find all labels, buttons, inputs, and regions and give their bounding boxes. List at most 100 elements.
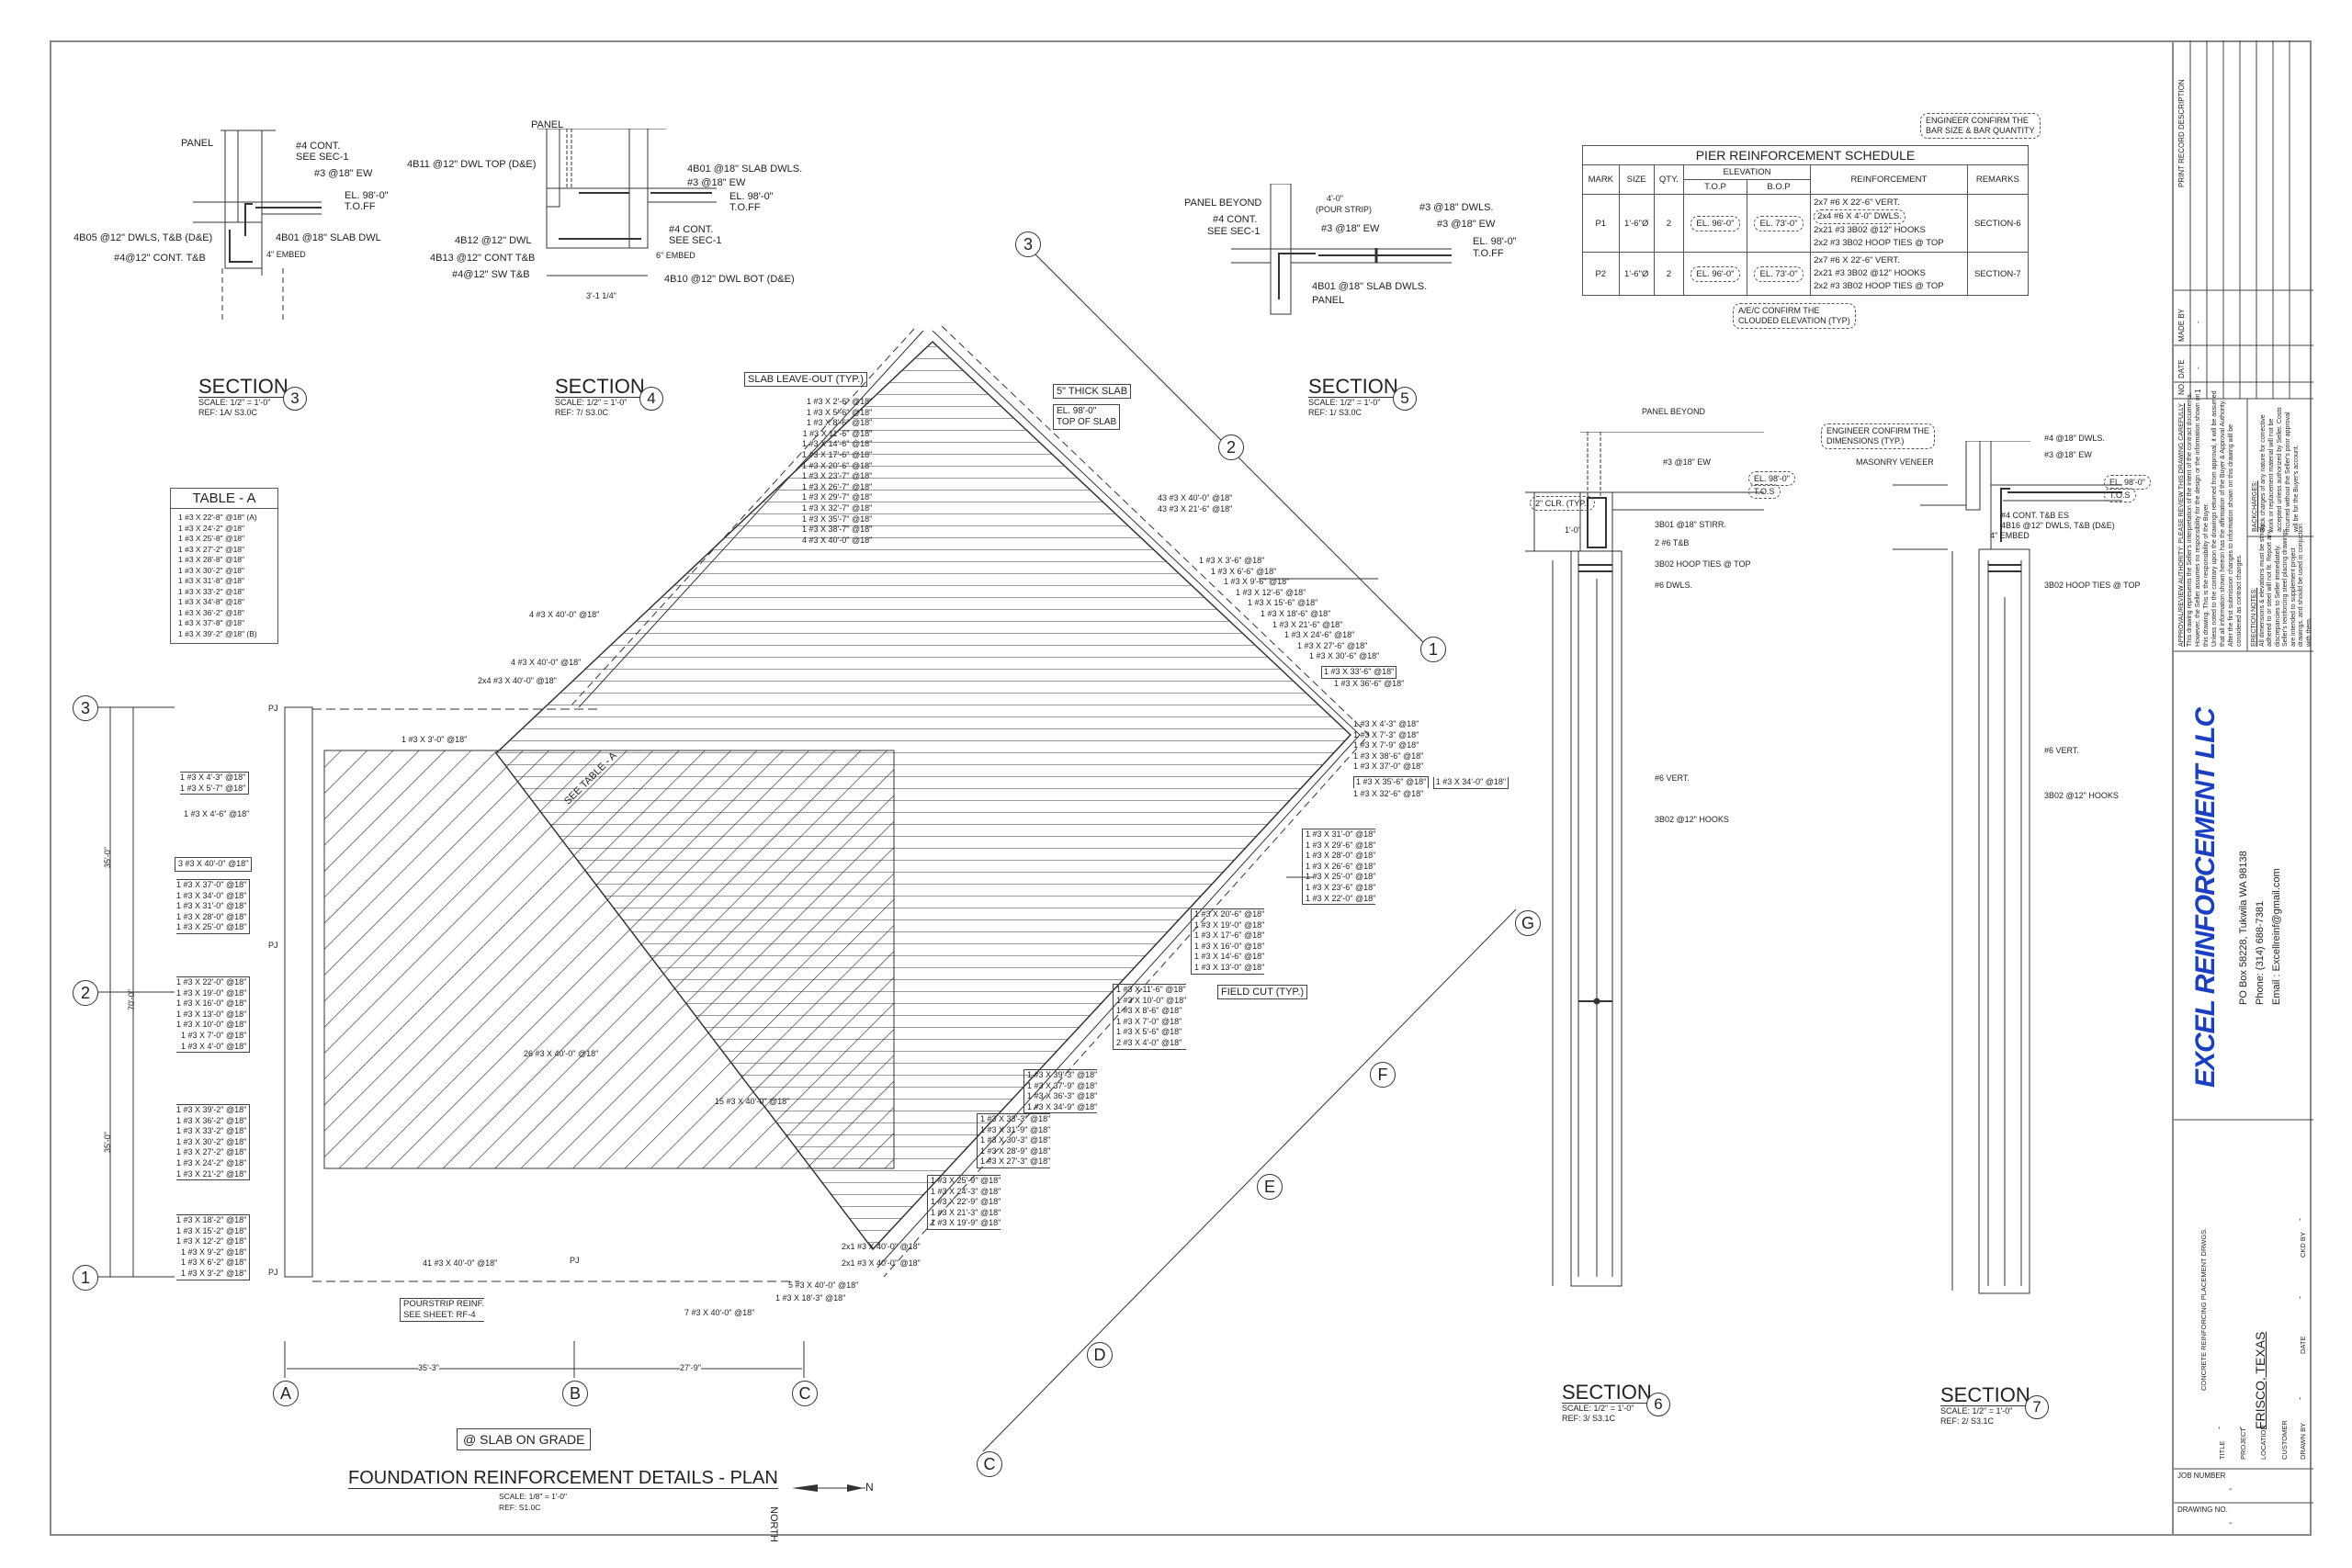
callout: 1 #3 X 35'-7" @18" [802,513,873,524]
table-a-row: 1 #3 X 37'-8" @18" [178,618,245,627]
grid-bubble-diag-2: 2 [1218,434,1244,460]
approval-line: Unless noted to the contrary upon the dr… [2211,390,2218,647]
label-ew: #3 @18" EW [314,168,373,179]
backcharges-line: Back charges of any nature for correctiv… [2260,414,2267,532]
label-4b05: 4B05 @12" DWLS, T&B (D&E) [74,232,213,243]
reinf-line: 2x7 #6 X 22'-6" VERT. [1814,255,1900,265]
approval-line: considered as contract changes. [2236,554,2243,647]
location-value: FRISCO, TEXAS [2253,1331,2267,1429]
label-el: EL. 98'-0" [1748,471,1795,486]
dim-row-total: 70'-0" [127,989,136,1010]
callout-boxed: 1 #3 X 33'-6" @18" [1321,665,1397,679]
label-4b11: 4B11 @12" DWL TOP (D&E) [407,159,537,170]
callout: 1 #3 X 16'-0" @18" [176,998,247,1009]
label-hoop-ties: 3B02 HOOP TIES @ TOP [1655,559,1751,569]
label-2-6tb: 2 #6 T&B [1655,538,1690,547]
note-line: BAR SIZE & BAR QUANTITY [1926,126,2035,135]
label-3b01: 3B01 @18" STIRR. [1655,520,1726,529]
label-ew: #3 @18" EW [2044,450,2092,459]
job-number-label: JOB NUMBER [2177,1472,2226,1480]
callout: 1 #3 X 23'-6" @18" [1306,882,1376,892]
table-a: TABLE - A 1 #3 X 22'-8" @18" (A) 1 #3 X … [170,488,278,644]
section-3-title: SECTION [198,377,292,398]
erection-line: Seller's reinforcing steel placing drawi… [2282,528,2289,647]
callout: 1 #3 X 16'-0" @18" [1194,941,1265,951]
section-4-ref: REF: 7/ S3.0C [555,408,609,417]
callout: 1 #3 X 20'-6" @18" [1194,909,1265,919]
callout: 1 #3 X 11'-6" @18" [1116,985,1186,994]
cell-size: 1'-6"Ø [1618,252,1655,296]
callout: 1 #3 X 31'-0" @18" [1306,829,1376,839]
label-masonry-veneer: MASONRY VENEER [1856,457,1934,467]
note-line: POURSTRIP REINF. [403,1299,484,1309]
north-label: NORTH [768,1506,779,1542]
reinf-line-clouded: 2x4 #6 X 4'-0" DWLS. [1814,209,1905,224]
backcharges-line: accepted unless authorized by Seller. Co… [2277,407,2283,532]
north-arrow-icon [792,1484,865,1492]
label-4b01: 4B01 @18" SLAB DWLS. [687,164,803,175]
callout: 1 #3 X 13'-0" @18" [1194,962,1265,972]
dim-col-a-b: 35'-3" [418,1363,439,1372]
callout: 1 #3 X 22'-0" @18" [1306,893,1376,903]
clouded-elevation: EL. 96'-0" [1690,215,1740,231]
grid-bubble-diag-3: 3 [1015,231,1041,257]
section-3-scale: SCALE: 1/2" = 1'-0" [198,398,271,407]
callout: 1 #3 X 36'-6" @18" [1334,678,1405,688]
callout: 1 #3 X 17'-6" @18" [802,449,873,459]
dim-row-3-2: 35'-0" [103,847,112,868]
title-block: NO. DATE MADE BY PRINT RECORD DESCRIPTIO… [2172,40,2313,1536]
section-4-scale: SCALE: 1/2" = 1'-0" [555,398,628,407]
callout: 1 #3 X 39'-3" @18" [1027,1070,1098,1079]
print-record-row-date: - [2194,367,2202,369]
print-record-row-made-by: - [2194,321,2202,323]
label-see-sec: SEE SEC-1 [296,152,349,163]
slab-on-grade-label: @ SLAB ON GRADE [457,1428,592,1450]
dim-pour-strip: 4'-0" [1327,194,1343,203]
note-line: ENGINEER CONFIRM THE [1926,116,2029,125]
section-7-ref: REF: 2/ S3.1C [1940,1416,1995,1426]
table-a-row: 1 #3 X 30'-2" @18" [178,565,245,575]
foundation-plan-drawing [92,247,1517,1452]
cell-bop: EL. 73'-0" [1747,194,1812,253]
callout-mid-left: 2x4 #3 X 40'-0" @18" [478,676,557,685]
section-7-title: SECTION [1940,1385,2034,1406]
callout: 1 #3 X 28'-0" @18" [176,911,247,921]
cell-top: EL. 96'-0" [1682,252,1748,296]
callout: 1 #3 X 21'-3" @18" [931,1207,1001,1217]
callout: 1 #3 X 33'-3" @18" [980,1114,1051,1123]
approval-line: this drawing. This is the responsibility… [2203,502,2210,647]
callout: 1 #3 X 29'-6" @18" [1306,840,1376,850]
table-a-row: 1 #3 X 34'-8" @18" [178,597,245,606]
label-dwls: #4 @18" DWLS. [2044,434,2105,443]
backcharges-line: will be for the Buyer's account. [2293,445,2300,532]
callout: 1 #3 X 13'-0" @18" [176,1009,247,1019]
label-toff: T.O.FF [345,201,376,212]
callout: 1 #3 X 7'-0" @18" [1116,1016,1182,1026]
clouded-elevation: EL. 73'-0" [1754,265,1804,282]
ckd-by-label: CKD BY [2299,1232,2307,1258]
callout: 1 #3 X 36'-3" @18" [1027,1091,1098,1101]
section-5-ref: REF: 1/ S3.0C [1308,408,1363,417]
note-line: SEE SHEET: RF-4 [403,1310,476,1320]
callout: 1 #3 X 24'-6" @18" [1284,630,1355,640]
callout: 1 #3 X 4'-6" @18" [184,809,250,818]
reinf-line: 2x7 #6 X 22'-6" VERT. [1814,197,1900,208]
callout: 1 #3 X 17'-6" @18" [1194,931,1265,941]
title-label: TITLE [2218,1440,2226,1460]
label-see-sec: SEE SEC-1 [1207,226,1261,237]
callout: 1 #3 X 19'-9" @18" [931,1218,1001,1228]
main-scale: SCALE: 1/8" = 1'-0" [499,1492,568,1501]
table-a-row: 1 #3 X 33'-2" @18" [178,586,245,596]
callout: 1 #3 X 18'-6" @18" [1261,608,1331,618]
callout: 1 #3 X 27'-3" @18" [980,1156,1051,1167]
erection-heading: ERECTION NOTES: [2251,587,2257,647]
callout: 1 #3 X 5'-6" @18" [807,407,873,417]
col-qty: QTY. [1653,164,1684,195]
drawing-no-value: - [2229,1518,2233,1529]
callout-mid-left: 4 #3 X 40'-0" @18" [529,610,600,619]
section-7-detail-drawing [1893,441,2122,1294]
label-el: EL. 98'-0" [345,190,389,201]
callout-group-33: 1 #3 X 33'-3" @18" 1 #3 X 31'-9" @18" 1 … [977,1113,1051,1168]
cell-remarks: SECTION-7 [1966,252,2030,296]
table-a-row: 1 #3 X 22'-8" @18" (A) [178,513,257,522]
